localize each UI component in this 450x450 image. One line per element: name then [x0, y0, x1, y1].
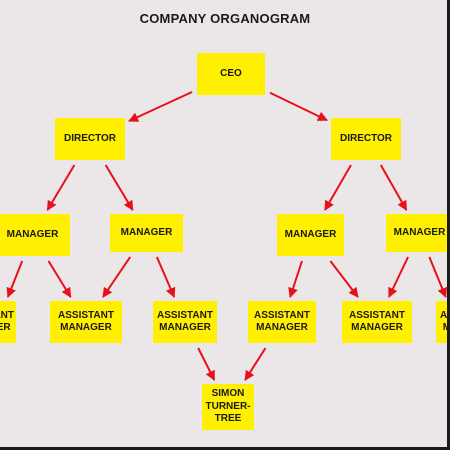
- node-director-left: DIRECTOR: [55, 118, 125, 160]
- node-label: ANTER: [0, 310, 14, 335]
- node-label: MANAGER: [7, 229, 59, 242]
- arrow-manager_3-to-assistant_5: [329, 260, 359, 298]
- node-manager-3: MANAGER: [277, 214, 344, 256]
- node-manager-4: MANAGER: [386, 214, 447, 252]
- node-label-line: MANAGER: [60, 322, 112, 333]
- node-label-line: ASSISTANT: [349, 309, 405, 321]
- node-label-line: MANAGER: [6, 228, 59, 240]
- arrow-manager_4-to-assistant_5: [388, 256, 409, 298]
- node-label: ASM: [440, 309, 448, 335]
- node-label-line: MANAGER: [159, 322, 211, 333]
- arrow-ceo-to-director_left: [128, 91, 193, 122]
- node-label-line: DIRECTOR: [339, 132, 393, 144]
- arrow-director_right-to-manager_3: [324, 164, 352, 211]
- node-manager-1: MANAGER: [0, 214, 70, 256]
- node-label-line: TREE: [214, 413, 242, 425]
- node-label: MANAGER: [394, 227, 446, 240]
- arrow-ceo-to-director_right: [269, 91, 328, 122]
- arrow-manager_1-to-assistant_2: [47, 260, 72, 298]
- arrow-manager_2-to-assistant_2: [102, 256, 132, 298]
- node-label-line: DIRECTOR: [63, 132, 117, 144]
- node-label-line: CEO: [220, 67, 242, 79]
- arrow-manager_3-to-assistant_4: [288, 260, 303, 298]
- node-assistant-1: ANTER: [0, 301, 16, 343]
- node-label-line: ASSISTANT: [58, 309, 114, 321]
- node-label-line: ANT: [0, 309, 14, 321]
- node-ceo: CEO: [197, 53, 265, 95]
- node-label-line: ASSISTANT: [157, 309, 213, 321]
- arrow-assistant_3-to-simon: [197, 347, 216, 381]
- arrow-manager_4-to-assistant_6: [428, 256, 447, 298]
- arrow-manager_1-to-assistant_1: [6, 260, 24, 298]
- node-label: DIRECTOR: [340, 133, 392, 146]
- node-label-line: SIMON: [211, 388, 245, 400]
- node-label-line: TURNER-: [205, 400, 251, 412]
- node-label-line: MANAGER: [256, 322, 308, 333]
- node-label: MANAGER: [285, 229, 337, 242]
- node-label-line: MANAGER: [284, 228, 337, 240]
- arrow-assistant_4-to-simon: [244, 347, 267, 381]
- node-label-line: ER: [0, 322, 11, 333]
- node-assistant-6: ASM: [436, 301, 448, 343]
- arrow-director_left-to-manager_1: [46, 164, 76, 211]
- node-label: MANAGER: [121, 227, 173, 240]
- node-manager-2: MANAGER: [110, 214, 183, 252]
- node-label-line: MANAGER: [393, 226, 446, 238]
- node-label-line: MANAGER: [120, 226, 173, 238]
- diagram-title: COMPANY ORGANOGRAM: [139, 11, 311, 26]
- node-label-line: AS: [440, 309, 448, 321]
- node-label-line: ASSISTANT: [254, 309, 310, 321]
- arrow-manager_2-to-assistant_3: [155, 256, 176, 298]
- node-director-right: DIRECTOR: [331, 118, 401, 160]
- node-label: CEO: [220, 68, 242, 81]
- node-label: DIRECTOR: [64, 133, 116, 146]
- node-label-line: M: [440, 322, 447, 335]
- node-label-line: MANAGER: [351, 322, 403, 333]
- arrow-director_right-to-manager_4: [379, 164, 408, 211]
- arrow-director_left-to-manager_2: [104, 164, 134, 211]
